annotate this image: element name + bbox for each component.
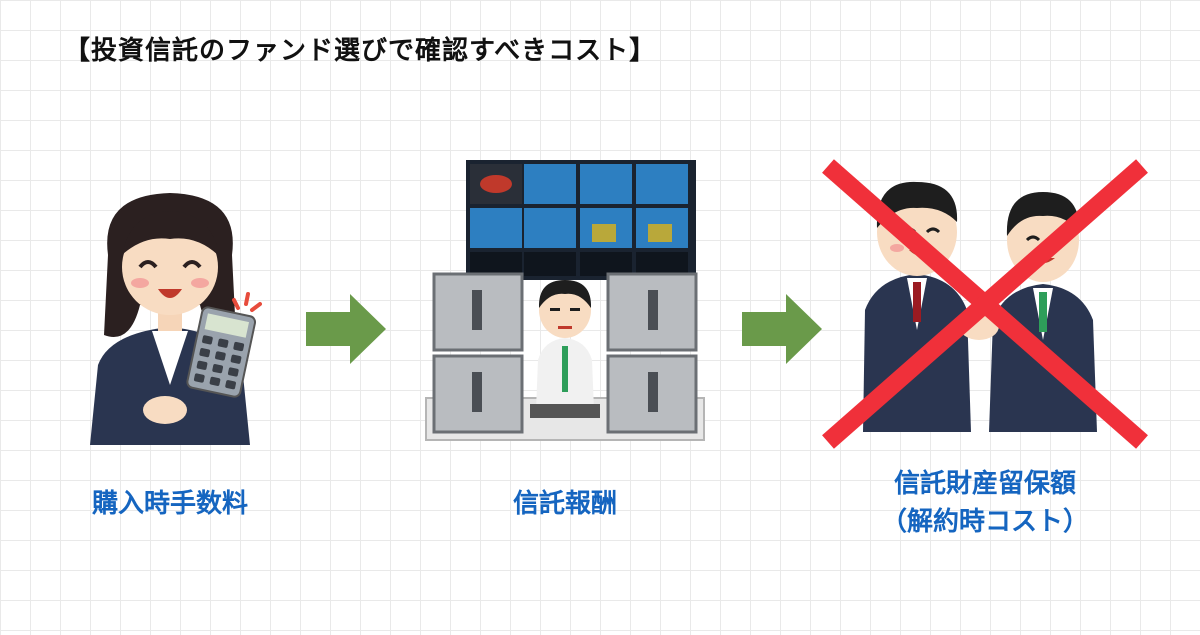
arrow-right-icon: [742, 294, 822, 364]
step-label-trust-fee: 信託報酬: [512, 489, 617, 519]
sparkle-icon: [232, 290, 262, 320]
step-label-trust-reserve-line1: 信託財産留保額: [893, 469, 1076, 499]
monitor-wall-icon: [420, 160, 710, 445]
step-label-trust-reserve-line2: （解約時コスト）: [880, 506, 1089, 537]
calculator-icon: [186, 305, 256, 400]
page-title: 【投資信託のファンド選びで確認すべきコスト】: [64, 36, 657, 66]
step-label-purchase-fee: 購入時手数料: [91, 489, 248, 519]
cross-icon: [820, 158, 1150, 450]
step-label-trust-reserve: 信託財産留保額 （解約時コスト）: [855, 466, 1115, 541]
arrow-right-icon: [306, 294, 386, 364]
